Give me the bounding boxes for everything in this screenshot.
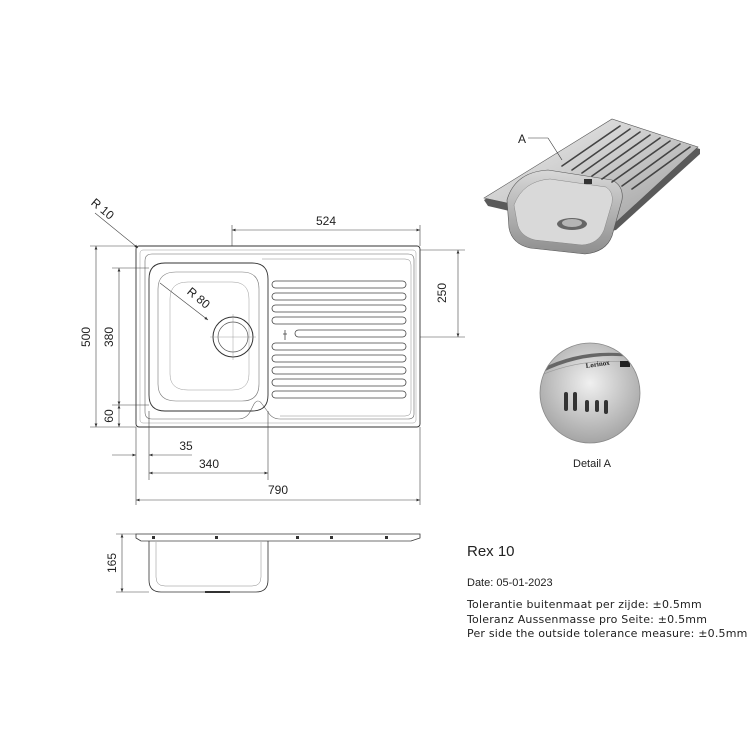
detail-marker: A <box>518 132 526 146</box>
dim-340: 340 <box>199 457 219 471</box>
dim-60: 60 <box>102 409 116 423</box>
drainer-ribs <box>271 280 407 399</box>
perspective-render: A <box>483 118 700 255</box>
brand-mark: Lorinox <box>585 359 610 370</box>
dim-r10: R 10 <box>88 195 117 222</box>
top-view <box>135 245 421 428</box>
depth-dimension: 165 <box>105 533 149 593</box>
drawing-date: Date: 05-01-2023 <box>467 577 553 589</box>
bowl-outline <box>148 262 269 412</box>
dim-500: 500 <box>79 327 93 347</box>
detail-a: Lorinox <box>539 342 641 444</box>
dimensions: 524 250 500 380 60 35 340 790 R 10 R 80 <box>79 195 465 505</box>
dim-524: 524 <box>316 214 336 228</box>
dim-165: 165 <box>105 553 119 573</box>
dim-35: 35 <box>179 439 193 453</box>
tolerance-nl: Tolerantie buitenmaat per zijde: ±0.5mm <box>467 598 702 611</box>
tolerance-de: Toleranz Aussenmasse pro Seite: ±0.5mm <box>467 613 708 626</box>
side-view <box>135 533 421 593</box>
detail-caption: Detail A <box>573 458 611 470</box>
dim-250: 250 <box>435 283 449 303</box>
dim-790: 790 <box>268 483 288 497</box>
dim-380: 380 <box>102 327 116 347</box>
tolerance-en: Per side the outside tolerance measure: … <box>467 627 748 640</box>
drawing-title: Rex 10 <box>467 543 515 560</box>
sink-outline <box>135 245 421 428</box>
